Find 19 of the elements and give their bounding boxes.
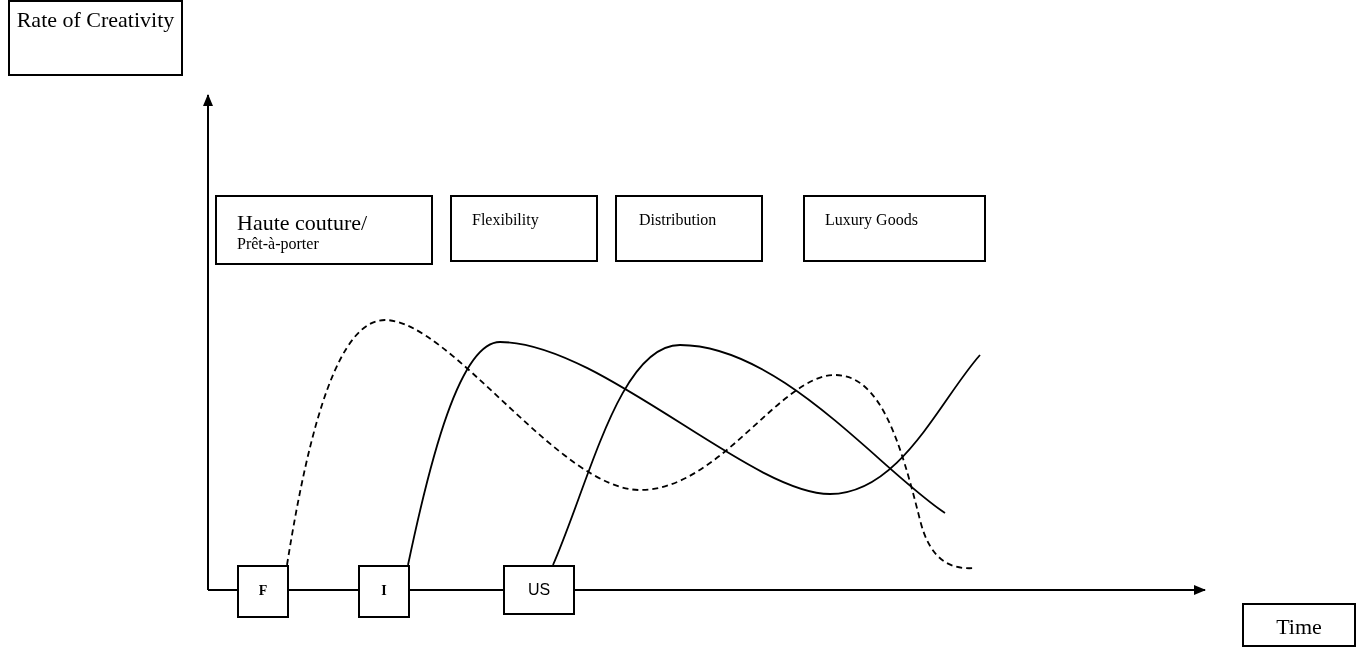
label-box <box>8 0 183 76</box>
box-label: Flexibility <box>472 211 540 229</box>
box-label: Time <box>1275 615 1323 640</box>
label-box <box>503 565 575 615</box>
label-box <box>237 565 289 618</box>
box-label: Rate of Creativity <box>15 8 176 33</box>
label-box <box>450 195 598 262</box>
label-box <box>1242 603 1356 647</box>
box-label: US <box>526 581 552 599</box>
label-box <box>803 195 986 262</box>
box-label: Luxury Goods <box>825 211 919 229</box>
label-box <box>358 565 410 618</box>
box-label: F <box>257 583 269 599</box>
box-label: I <box>380 583 388 599</box>
box-label: Distribution <box>639 211 718 229</box>
label-box <box>215 195 433 265</box>
box-label: Prêt-à-porter <box>237 235 320 253</box>
box-label: Haute couture/ <box>237 211 369 236</box>
label-box <box>615 195 763 262</box>
